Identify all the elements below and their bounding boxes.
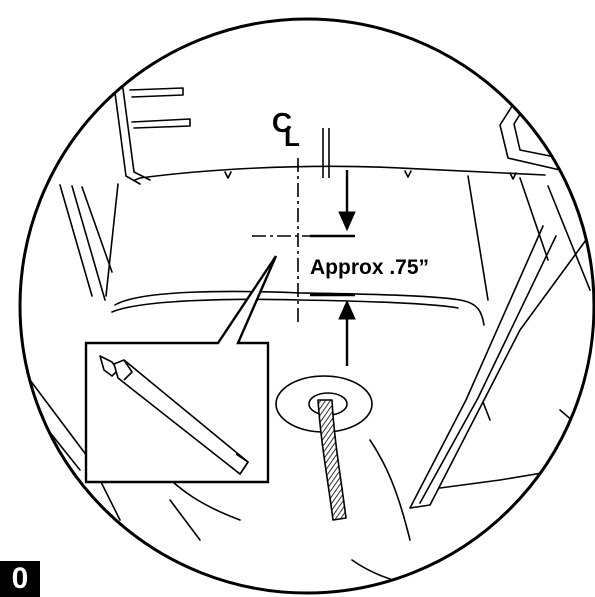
step-number-badge: 0 bbox=[0, 561, 40, 597]
dimension-indicator bbox=[310, 170, 356, 366]
marker-pen-icon bbox=[99, 355, 249, 475]
cable bbox=[317, 399, 347, 521]
dimension-label: Approx .75” bbox=[310, 256, 429, 279]
marker-callout bbox=[84, 255, 278, 484]
floor-cutout bbox=[114, 290, 485, 326]
right-rail bbox=[409, 225, 587, 509]
right-seat-frame bbox=[499, 77, 594, 171]
centerline-icon: C L bbox=[272, 107, 300, 152]
centerline-symbol-c: C bbox=[272, 107, 292, 138]
detail-circle bbox=[18, 17, 595, 595]
centerline-symbol-l: L bbox=[284, 122, 300, 152]
left-seat-frame bbox=[59, 65, 191, 301]
panel-top-edge bbox=[134, 165, 546, 181]
